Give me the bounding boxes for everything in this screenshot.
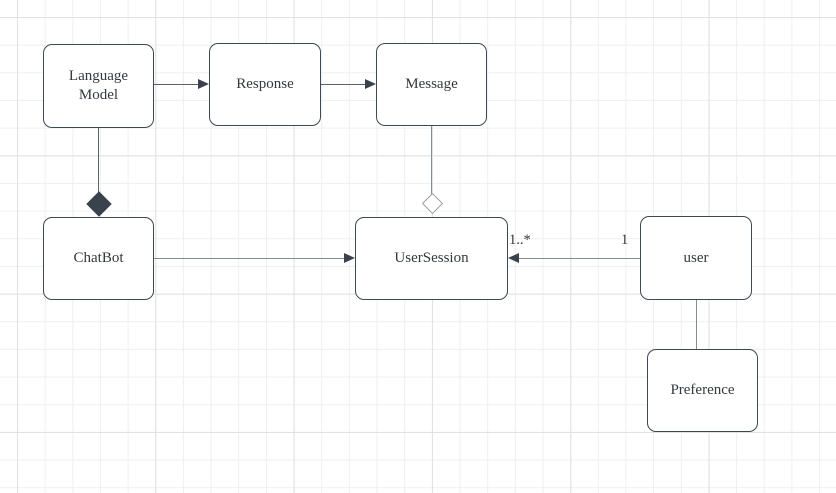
arrowhead-right-icon[interactable]	[365, 79, 376, 89]
edge-chatbot-usersession[interactable]	[154, 258, 345, 259]
node-message-label: Message	[405, 76, 458, 93]
arrowhead-right-icon[interactable]	[344, 253, 355, 263]
edge-message-usersession[interactable]	[431, 126, 432, 194]
node-usersession[interactable]: UserSession	[355, 217, 508, 300]
node-message[interactable]: Message	[376, 43, 487, 126]
edge-user-preference[interactable]	[696, 300, 697, 349]
edge-user-usersession[interactable]	[518, 258, 640, 259]
node-preference-label: Preference	[670, 382, 735, 399]
multiplicity-label-target[interactable]: 1..*	[509, 232, 531, 248]
node-user[interactable]: user	[640, 216, 752, 300]
node-chatbot-label: ChatBot	[73, 250, 124, 267]
node-language-model-label: Language Model	[68, 68, 129, 103]
node-language-model[interactable]: Language Model	[43, 44, 154, 128]
multiplicity-label-source[interactable]: 1	[621, 232, 629, 248]
edge-response-message[interactable]	[321, 84, 366, 85]
aggregation-diamond-icon[interactable]	[421, 192, 443, 215]
node-chatbot[interactable]: ChatBot	[43, 217, 154, 300]
node-usersession-label: UserSession	[394, 250, 469, 267]
node-response[interactable]: Response	[209, 43, 321, 126]
node-response-label: Response	[236, 76, 294, 93]
arrowhead-right-icon[interactable]	[198, 79, 209, 89]
node-preference[interactable]: Preference	[647, 349, 758, 432]
composition-diamond-icon[interactable]	[86, 191, 112, 217]
edge-languagemodel-chatbot[interactable]	[98, 128, 99, 194]
edge-languagemodel-response[interactable]	[154, 84, 199, 85]
node-user-label: user	[683, 249, 709, 266]
arrowhead-left-icon[interactable]	[508, 253, 519, 263]
